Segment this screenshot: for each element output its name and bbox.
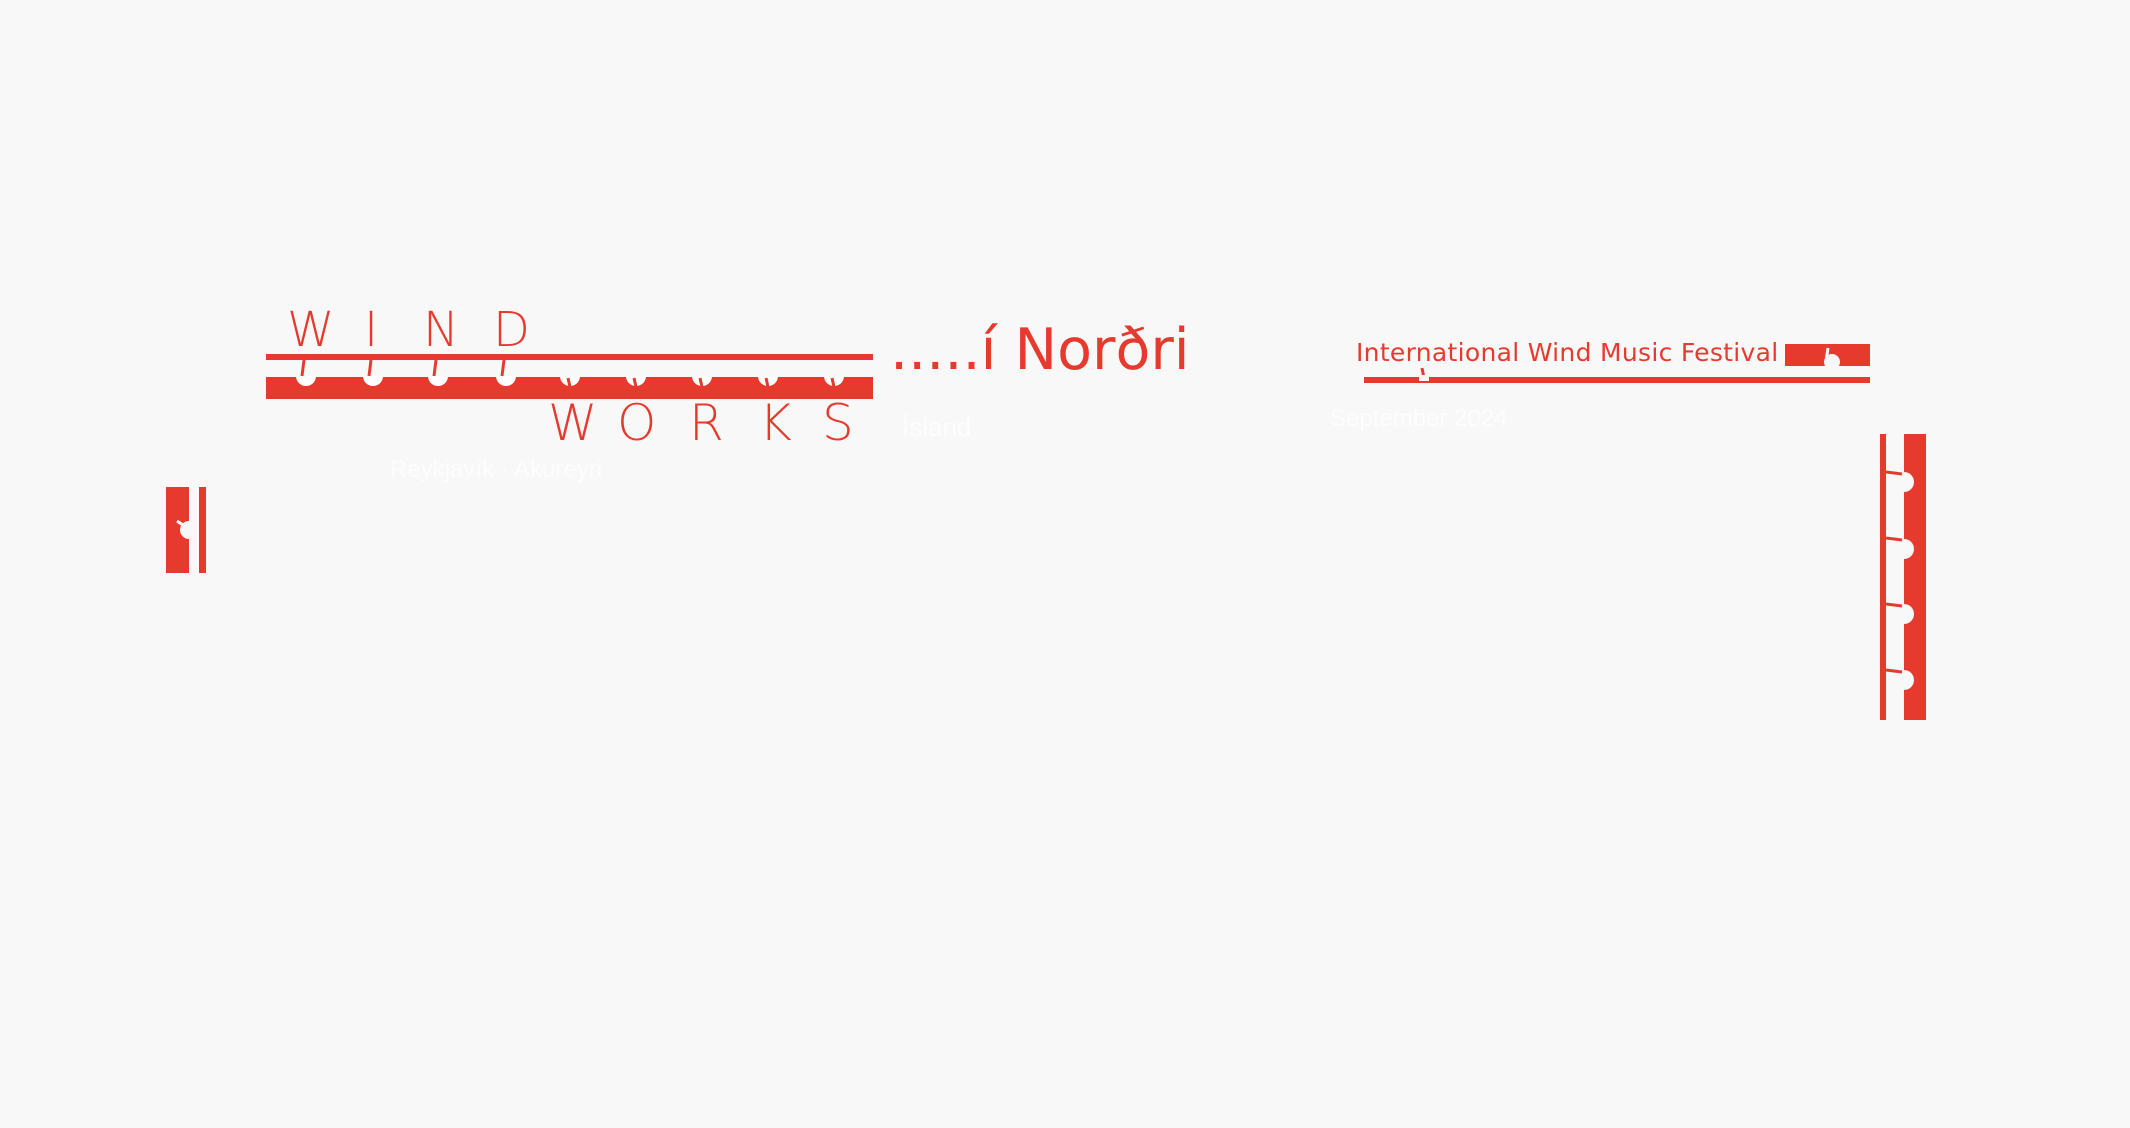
logo-letter-w: W [287,302,335,358]
festival-faint-caption: September 2024 [1330,405,1508,432]
festival-label: International Wind Music Festival [1356,338,1779,367]
logo-faint-caption: Reykjavík · Akureyri [390,456,603,483]
festival-flute-graphic [1364,344,1870,383]
flute-keys-icon [1880,434,1926,720]
logo-letter-s: S [822,394,854,452]
flute-segment-icon [166,487,206,573]
logo-letter-i: I [364,302,379,358]
logo-letter-r: R [689,394,724,452]
logo-letter-d: D [493,302,530,358]
logo-letter-k: K [759,394,792,452]
logo-letter-n: N [423,302,459,358]
logo-letter-w2: W [548,394,598,452]
title-faint-caption: Ísland [902,412,972,442]
logo-letter-o: O [617,394,657,452]
title-i-nordri: .....í Norðri [890,317,1190,383]
flute-bars-graphic [266,354,873,399]
